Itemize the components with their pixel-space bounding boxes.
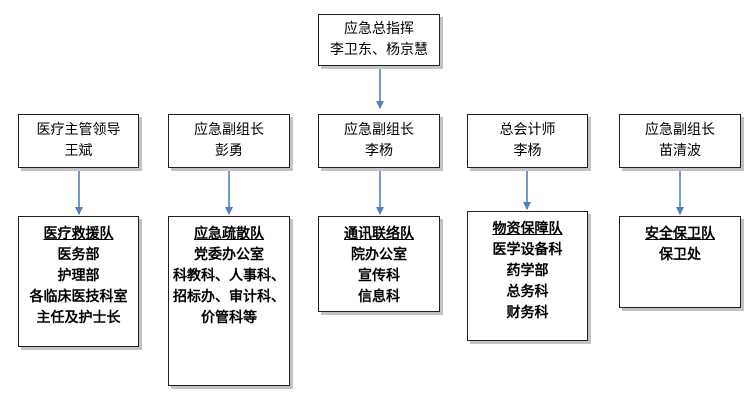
team-member: 医学设备科 [492, 242, 563, 258]
team-member: 院办公室 [351, 247, 407, 263]
team-box-security: 安全保卫队 保卫处 [619, 216, 741, 308]
team-box-medical-rescue: 医疗救援队 医务部 护理部 各临床医技科室 主任及护士长 [18, 216, 139, 347]
team-member: 价管科等 [201, 310, 257, 326]
leader-name: 王斌 [64, 143, 93, 159]
leader-title: 总会计师 [499, 122, 556, 138]
team-member: 主任及护士长 [36, 310, 121, 326]
team-title: 物资保障队 [492, 221, 563, 237]
leader-name: 彭勇 [215, 143, 243, 159]
team-title: 安全保卫队 [645, 226, 715, 242]
leader-title: 应急副组长 [194, 122, 264, 138]
team-box-communication: 通讯联络队 院办公室 宣传科 信息科 [318, 216, 440, 312]
commander-box: 应急总指挥 李卫东、杨京慧 [318, 14, 440, 66]
team-member: 保卫处 [659, 247, 701, 263]
team-title: 通讯联络队 [344, 226, 414, 242]
team-box-evacuation: 应急疏散队 党委办公室 科教科、人事科、 招标办、审计科、 价管科等 [168, 216, 290, 386]
leader-name: 苗清波 [659, 143, 701, 159]
team-member: 各临床医技科室 [29, 289, 128, 305]
team-title: 应急疏散队 [194, 226, 264, 242]
team-member: 党委办公室 [194, 247, 264, 263]
team-member: 宣传科 [358, 268, 400, 284]
leader-box-medical: 医疗主管领导 王斌 [18, 114, 139, 168]
leader-title: 应急副组长 [645, 122, 715, 138]
leader-box-deputy-peng: 应急副组长 彭勇 [168, 114, 290, 168]
commander-title: 应急总指挥 [344, 21, 414, 37]
team-member: 医务部 [57, 247, 100, 263]
team-member: 科教科、人事科、 [173, 268, 285, 284]
leader-title: 医疗主管领导 [36, 122, 121, 138]
leader-box-deputy-miao: 应急副组长 苗清波 [619, 114, 741, 168]
team-title: 医疗救援队 [43, 226, 114, 242]
commander-names: 李卫东、杨京慧 [330, 42, 428, 58]
leader-name: 李杨 [365, 143, 393, 159]
leader-box-chief-accountant: 总会计师 李杨 [467, 114, 588, 168]
team-member: 护理部 [57, 268, 100, 284]
team-box-supplies: 物资保障队 医学设备科 药学部 总务科 财务科 [467, 211, 588, 341]
leader-name: 李杨 [513, 143, 542, 159]
team-member: 药学部 [506, 263, 549, 279]
team-member: 招标办、审计科、 [173, 289, 285, 305]
leader-title: 应急副组长 [344, 122, 414, 138]
team-member: 总务科 [506, 284, 549, 300]
team-member: 财务科 [506, 305, 549, 321]
team-member: 信息科 [358, 289, 400, 305]
leader-box-deputy-li: 应急副组长 李杨 [318, 114, 440, 168]
